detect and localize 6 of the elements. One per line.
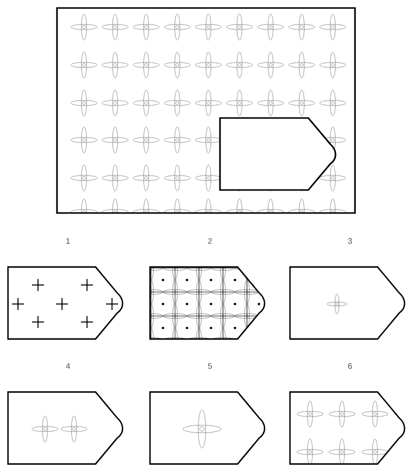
option-number: 2 xyxy=(208,238,212,244)
option-number: 5 xyxy=(208,363,212,369)
option-number: 1 xyxy=(66,238,70,244)
option-number: 4 xyxy=(66,363,70,369)
option-number: 3 xyxy=(348,238,352,244)
option-number: 6 xyxy=(348,363,352,369)
